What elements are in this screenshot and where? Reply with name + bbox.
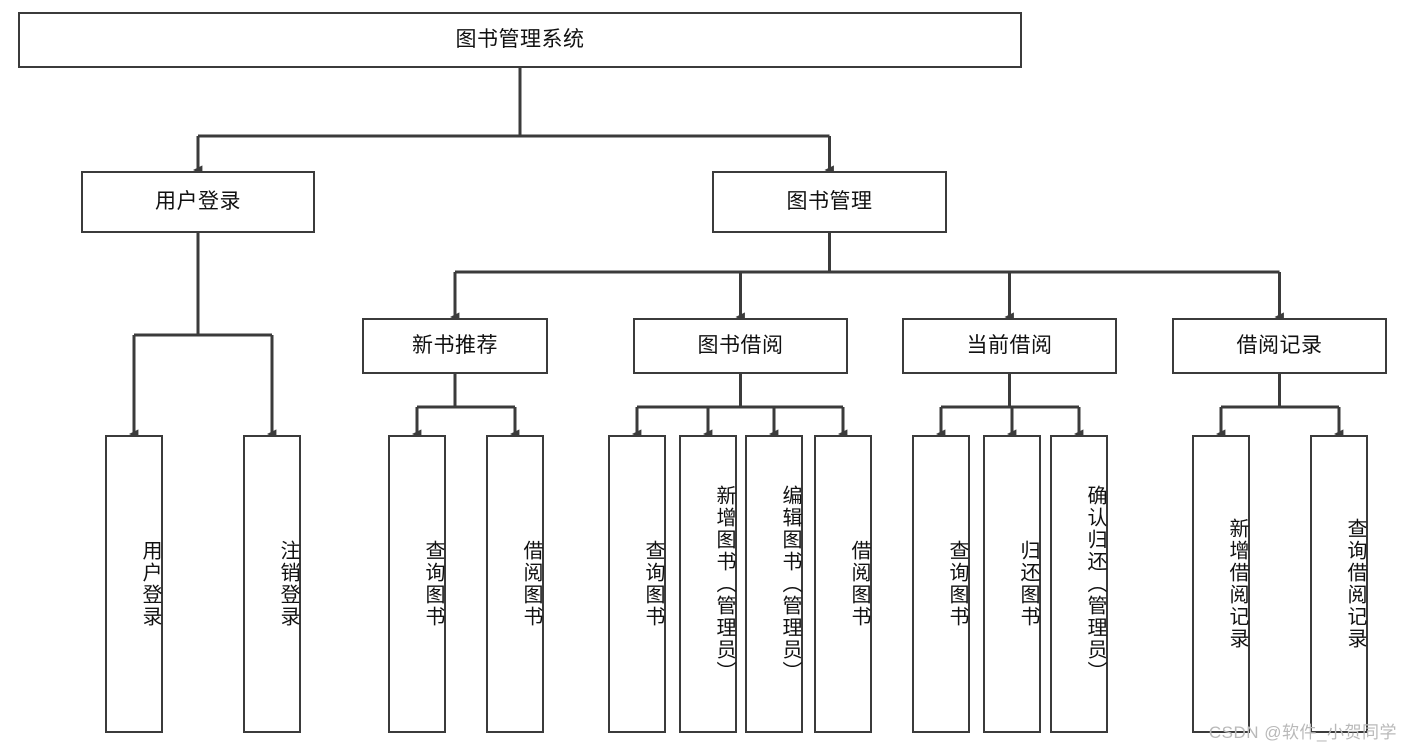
node-leaf-logout[interactable]: 注销登录 — [243, 435, 301, 733]
node-label: 用户登录 — [155, 190, 241, 214]
node-label: 用户登录 — [139, 540, 161, 628]
node-label: 归还图书 — [1017, 540, 1039, 628]
node-leaf-borrow-book-2[interactable]: 借阅图书 — [814, 435, 872, 733]
node-borrow-record[interactable]: 借阅记录 — [1172, 318, 1387, 374]
node-label: 查询图书 — [642, 540, 664, 628]
node-label: 注销登录 — [277, 540, 299, 628]
node-leaf-borrow-book-1[interactable]: 借阅图书 — [486, 435, 544, 733]
node-label: 借阅图书 — [520, 540, 542, 628]
node-label: 新书推荐 — [412, 334, 498, 358]
node-leaf-confirm-return[interactable]: 确认归还（管理员） — [1050, 435, 1108, 733]
node-leaf-add-book[interactable]: 新增图书（管理员） — [679, 435, 737, 733]
node-current-borrow[interactable]: 当前借阅 — [902, 318, 1117, 374]
node-leaf-return-book[interactable]: 归还图书 — [983, 435, 1041, 733]
node-label: 借阅记录 — [1236, 334, 1323, 358]
node-root[interactable]: 图书管理系统 — [18, 12, 1022, 68]
node-label: 查询借阅记录 — [1344, 518, 1366, 650]
node-leaf-query-book-1[interactable]: 查询图书 — [388, 435, 446, 733]
node-label: 新增图书（管理员） — [713, 485, 735, 683]
node-label: 确认归还（管理员） — [1084, 485, 1106, 683]
node-label: 编辑图书（管理员） — [779, 485, 801, 683]
node-label: 图书借阅 — [697, 334, 784, 358]
node-label: 当前借阅 — [966, 334, 1053, 358]
node-leaf-query-borrow-record[interactable]: 查询借阅记录 — [1310, 435, 1368, 733]
node-new-book-recommend[interactable]: 新书推荐 — [362, 318, 548, 374]
node-leaf-query-book-2[interactable]: 查询图书 — [608, 435, 666, 733]
node-label: 查询图书 — [422, 540, 444, 628]
node-leaf-query-book-3[interactable]: 查询图书 — [912, 435, 970, 733]
node-book-borrow[interactable]: 图书借阅 — [633, 318, 848, 374]
node-label: 图书管理系统 — [455, 28, 585, 52]
node-label: 图书管理 — [786, 190, 873, 214]
node-book-manage[interactable]: 图书管理 — [712, 171, 947, 233]
node-label: 新增借阅记录 — [1226, 518, 1248, 650]
node-user-login[interactable]: 用户登录 — [81, 171, 315, 233]
node-leaf-user-login[interactable]: 用户登录 — [105, 435, 163, 733]
node-leaf-edit-book[interactable]: 编辑图书（管理员） — [745, 435, 803, 733]
node-leaf-add-borrow-record[interactable]: 新增借阅记录 — [1192, 435, 1250, 733]
node-label: 借阅图书 — [848, 540, 870, 628]
node-label: 查询图书 — [946, 540, 968, 628]
